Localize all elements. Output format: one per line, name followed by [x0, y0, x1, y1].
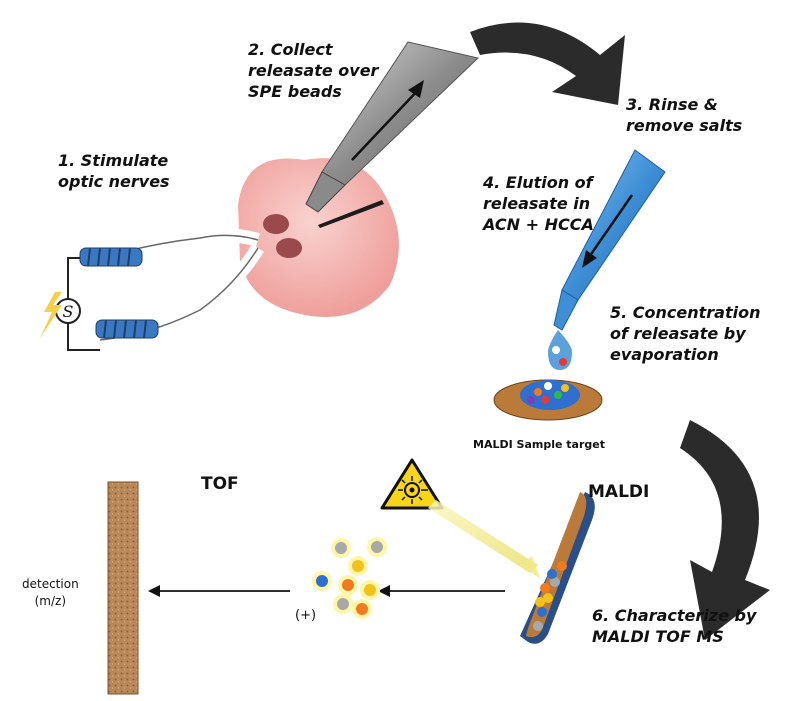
bead	[541, 396, 549, 404]
sample-target-label: MALDI Sample target	[473, 438, 605, 451]
bead	[547, 569, 557, 579]
ion-flight-arrow-head	[378, 585, 390, 597]
step-3-label: 3. Rinse & remove salts	[626, 95, 743, 135]
curved-arrow-icon	[470, 22, 625, 105]
step-4-label: 4. Elution of releasate in ACN + HCCA	[483, 173, 594, 234]
ion-charge-label: (+)	[295, 608, 317, 623]
bead	[543, 593, 553, 603]
curved-arrow-icon	[680, 420, 770, 640]
step-5-label: 5. Concentration of releasate by evapora…	[610, 303, 761, 364]
bead	[557, 561, 567, 571]
step-2-label: 2. Collect releasate over SPE beads	[248, 40, 379, 101]
bead	[554, 391, 562, 399]
elution-flow-arrow-head	[582, 250, 597, 268]
stimulator-wire	[67, 257, 100, 351]
laser-beam	[428, 500, 538, 573]
pipette-tip	[305, 171, 346, 213]
nerve-spot	[276, 238, 302, 258]
elution-flow-arrow	[585, 194, 634, 261]
bead	[527, 396, 535, 404]
flow-arrow-head	[408, 80, 424, 98]
bead	[537, 607, 547, 617]
detector-arrow-head	[148, 585, 160, 597]
step-1-label: 1. Stimulate optic nerves	[58, 151, 170, 191]
nerve-spot	[263, 214, 289, 234]
maldi-label: MALDI	[588, 482, 650, 502]
tof-label: TOF	[201, 474, 239, 494]
elution-pipette-tip	[553, 289, 579, 331]
bead	[533, 621, 543, 631]
bead	[544, 382, 552, 390]
electrode-coil-top	[79, 247, 143, 267]
laser-warning-icon	[380, 458, 444, 510]
bead	[534, 388, 542, 396]
bead	[552, 346, 560, 354]
bead	[535, 597, 545, 607]
laser-beam-head	[520, 556, 540, 578]
stimulator-label: S	[63, 302, 74, 321]
flow-arrow	[351, 87, 421, 161]
bead	[550, 577, 560, 587]
tissue-blob	[238, 158, 399, 317]
bead	[540, 583, 550, 593]
bead	[561, 384, 569, 392]
detection-label: detection (m/z)	[22, 577, 79, 608]
lightning-icon	[40, 292, 62, 338]
electrode-coil-bottom	[95, 319, 159, 339]
step-6-label: 6. Characterize by MALDI TOF MS	[592, 606, 757, 646]
electrode-needle	[318, 200, 384, 228]
tof-detector	[107, 481, 139, 695]
ion-cloud	[312, 537, 387, 619]
bead	[559, 358, 567, 366]
